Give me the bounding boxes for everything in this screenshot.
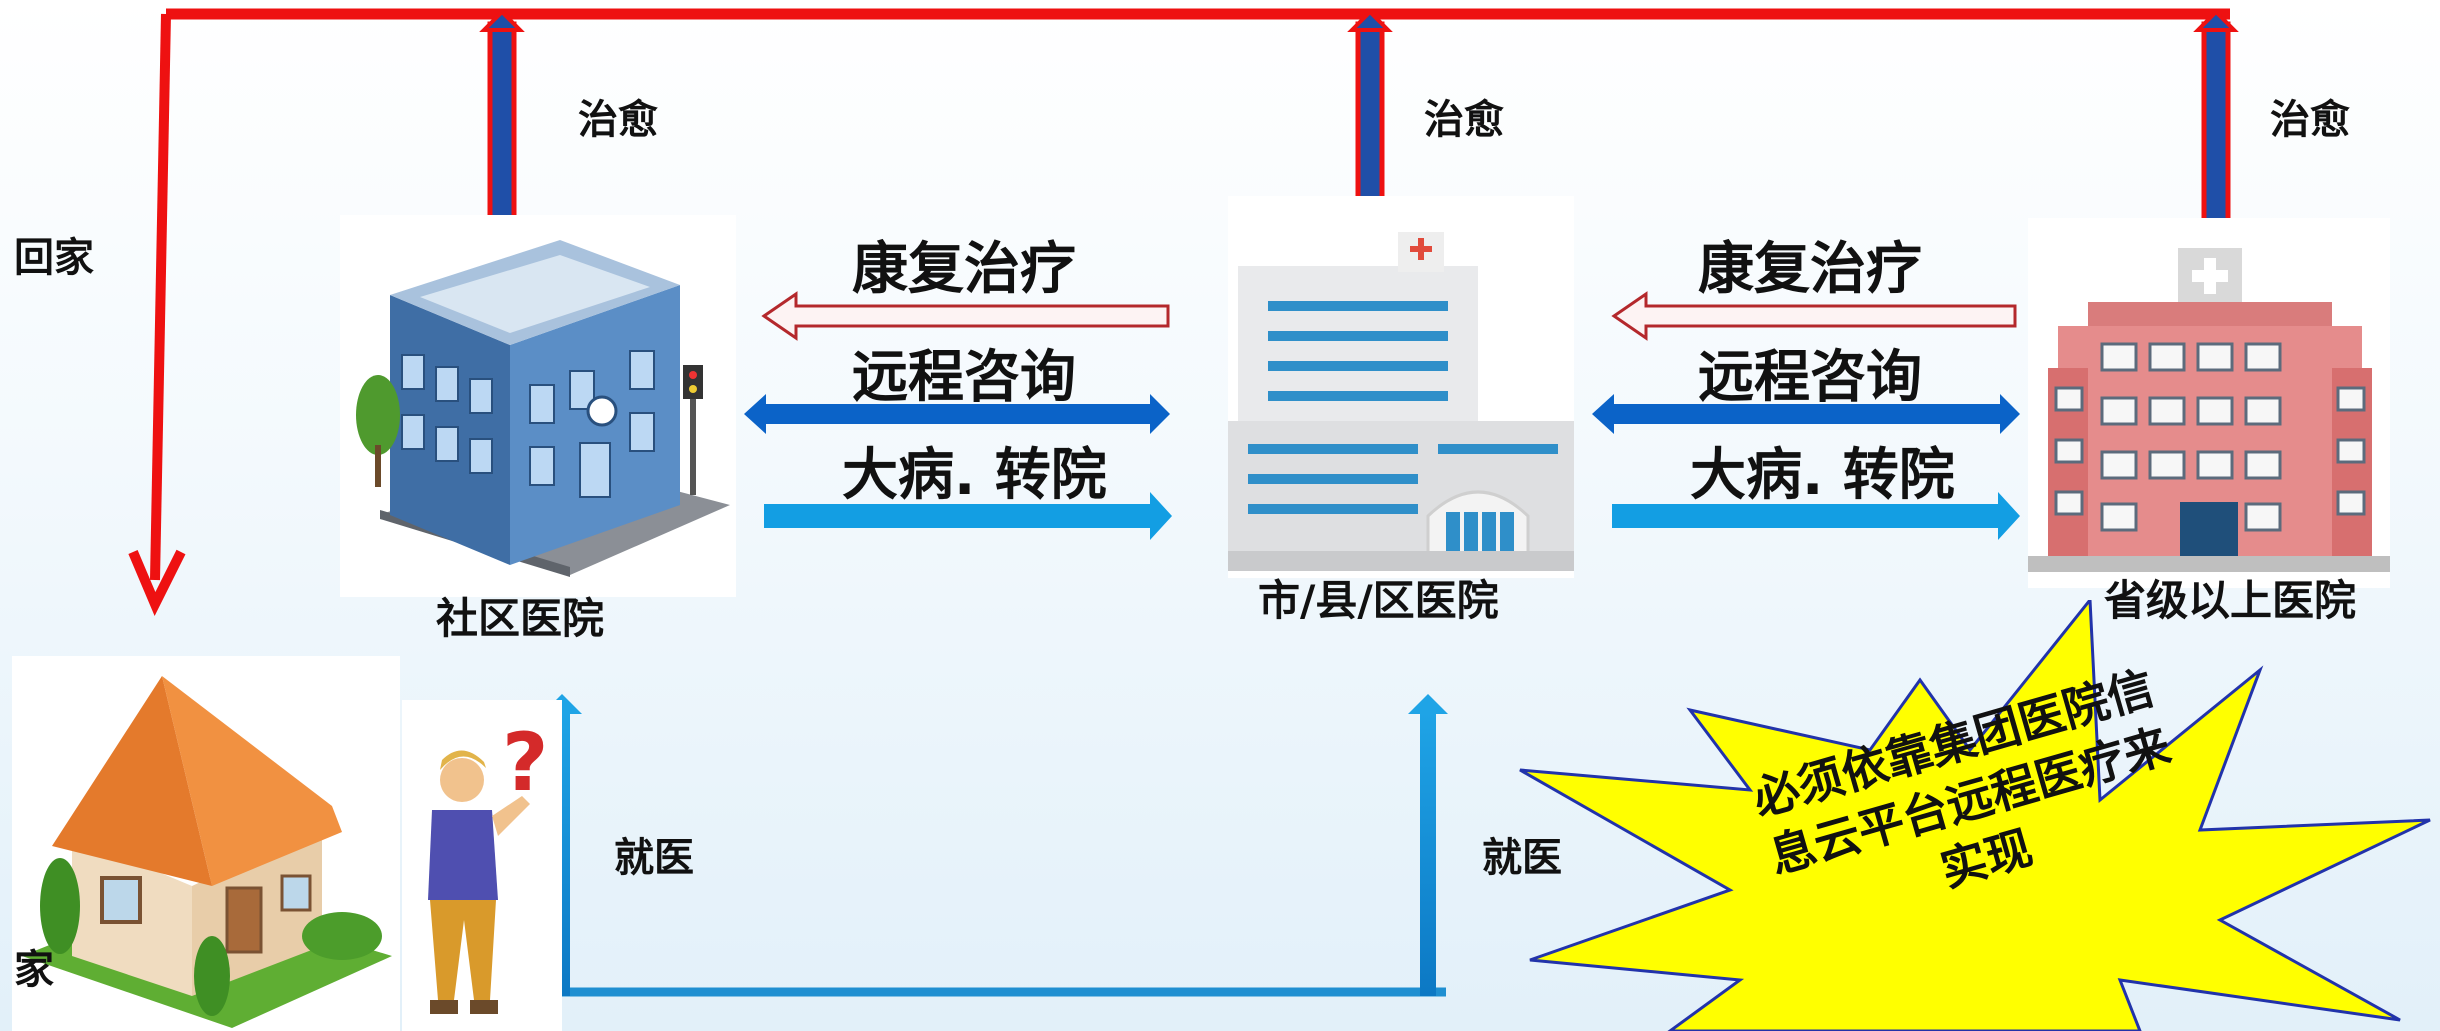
cured-arrow-community [479,9,525,239]
rehab-label-2: 康复治疗 [1698,237,1922,302]
city-hospital-building-icon [1228,232,1574,571]
starburst-shape [1519,600,2431,1031]
return-home-down-line [150,13,171,581]
consult-arrow-1 [744,394,1170,434]
callout-starburst [1500,600,2440,1031]
svg-text:?: ? [502,716,548,809]
node-label-community: 社区医院 [436,594,605,643]
provincial-hospital-building-icon [2028,248,2390,572]
return-home-arrowhead [128,549,186,616]
transfer-label-1: 大病. 转院 [842,443,1107,508]
cured-label-city: 治愈 [1424,97,1504,143]
visit-label-city: 就医 [1482,835,1562,881]
person-image: ? [402,700,562,1031]
cured-label-provincial: 治愈 [2270,97,2350,143]
transfer-label-2: 大病. 转院 [1690,443,1955,508]
rehab-label-1: 康复治疗 [852,237,1076,302]
house-icon [22,676,392,1028]
transfer-arrow-2 [1612,492,2020,540]
home-label: 家 [14,947,54,993]
confused-person-icon: ? [428,716,548,1014]
consult-label-1: 远程咨询 [852,345,1076,410]
cured-label-community: 治愈 [578,97,658,143]
visit-label-community: 就医 [614,835,694,881]
cured-arrow-provincial [2193,9,2239,239]
node-label-city: 市/县/区医院 [1258,576,1499,625]
rehab-arrow-1 [761,291,1170,341]
community-hospital-building-icon [356,240,730,577]
consult-arrow-2 [1592,394,2020,434]
rehab-arrow-2 [1611,291,2017,341]
node-label-provincial: 省级以上医院 [2104,576,2357,625]
visit-arrow-city [1408,694,1448,996]
provincial-hospital-image [2028,218,2390,588]
go-home-label: 回家 [14,235,94,281]
transfer-arrow-1 [764,492,1172,540]
city-hospital-image [1228,196,1574,578]
community-hospital-image [340,215,736,597]
consult-label-2: 远程咨询 [1698,345,1922,410]
home-image [12,656,400,1031]
